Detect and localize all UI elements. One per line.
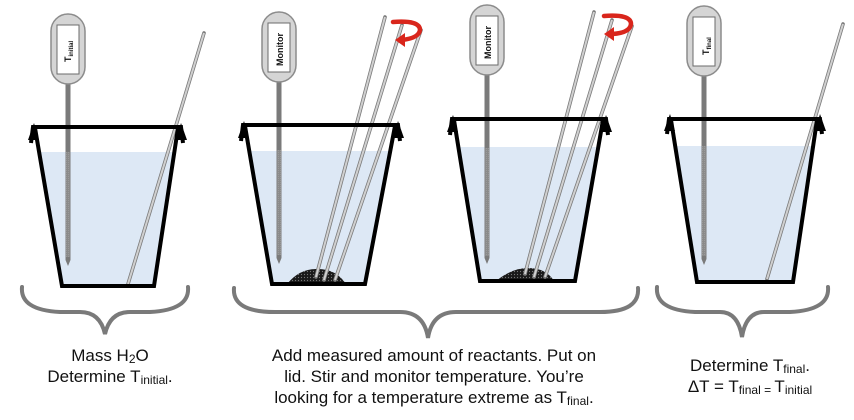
thermometer-3: Monitor [469, 4, 505, 264]
thermometer-4: Tfinal [686, 5, 722, 265]
cup-4-water [677, 146, 812, 281]
cup-3-outline [448, 117, 610, 136]
thermometer-4-label: Tfinal [701, 37, 713, 55]
step-2-caption: Add measured amount of reactants. Put on… [224, 345, 644, 408]
step-1-caption: Mass H2O Determine Tinitial. [20, 345, 200, 387]
cup-1-group: Tinitial [28, 13, 206, 288]
step-1-line-2: Determine Tinitial. [47, 367, 173, 387]
step-2-line-2: lid. Stir and monitor temperature. You’r… [284, 367, 584, 386]
step-3-delta-t-formula: ΔT = Tfinal = Tinitial [687, 377, 813, 397]
step-2-line-3: looking for a temperature extreme as Tfi… [274, 388, 594, 408]
cup-2-group: Monitor [238, 11, 423, 286]
brace-2 [231, 286, 641, 339]
thermometer-2-label: Monitor [275, 33, 285, 66]
cup-4-group: Tfinal [664, 5, 845, 284]
thermometer-1: Tinitial [50, 13, 86, 266]
cup-1-water [40, 152, 174, 286]
stir-rod-1 [126, 31, 206, 286]
stir-rods-3 [523, 10, 634, 279]
step-3-line-1: Determine Tfinal. [690, 356, 810, 376]
cup-2-outline [239, 123, 402, 142]
thermometer-2: Monitor [261, 11, 297, 264]
cup-4-outline [665, 117, 824, 135]
stir-rod-4 [765, 22, 845, 281]
rotation-arrow-3 [601, 13, 634, 41]
step-2-line-1: Add measured amount of reactants. Put on [271, 346, 597, 365]
rotation-arrow-2 [390, 19, 423, 47]
cup-1-outline [29, 125, 185, 144]
brace-1 [19, 285, 191, 335]
brace-3 [654, 285, 831, 338]
thermometer-3-label: Monitor [483, 26, 493, 59]
thermometer-1-label: Tinitial [63, 40, 75, 62]
stir-rods-2 [314, 15, 423, 282]
step-3-caption: Determine Tfinal. ΔT = Tfinal = Tinitial [650, 355, 850, 397]
step-1-line-1: Mass H2O [71, 346, 149, 366]
cup-3-group: Monitor [447, 4, 634, 283]
